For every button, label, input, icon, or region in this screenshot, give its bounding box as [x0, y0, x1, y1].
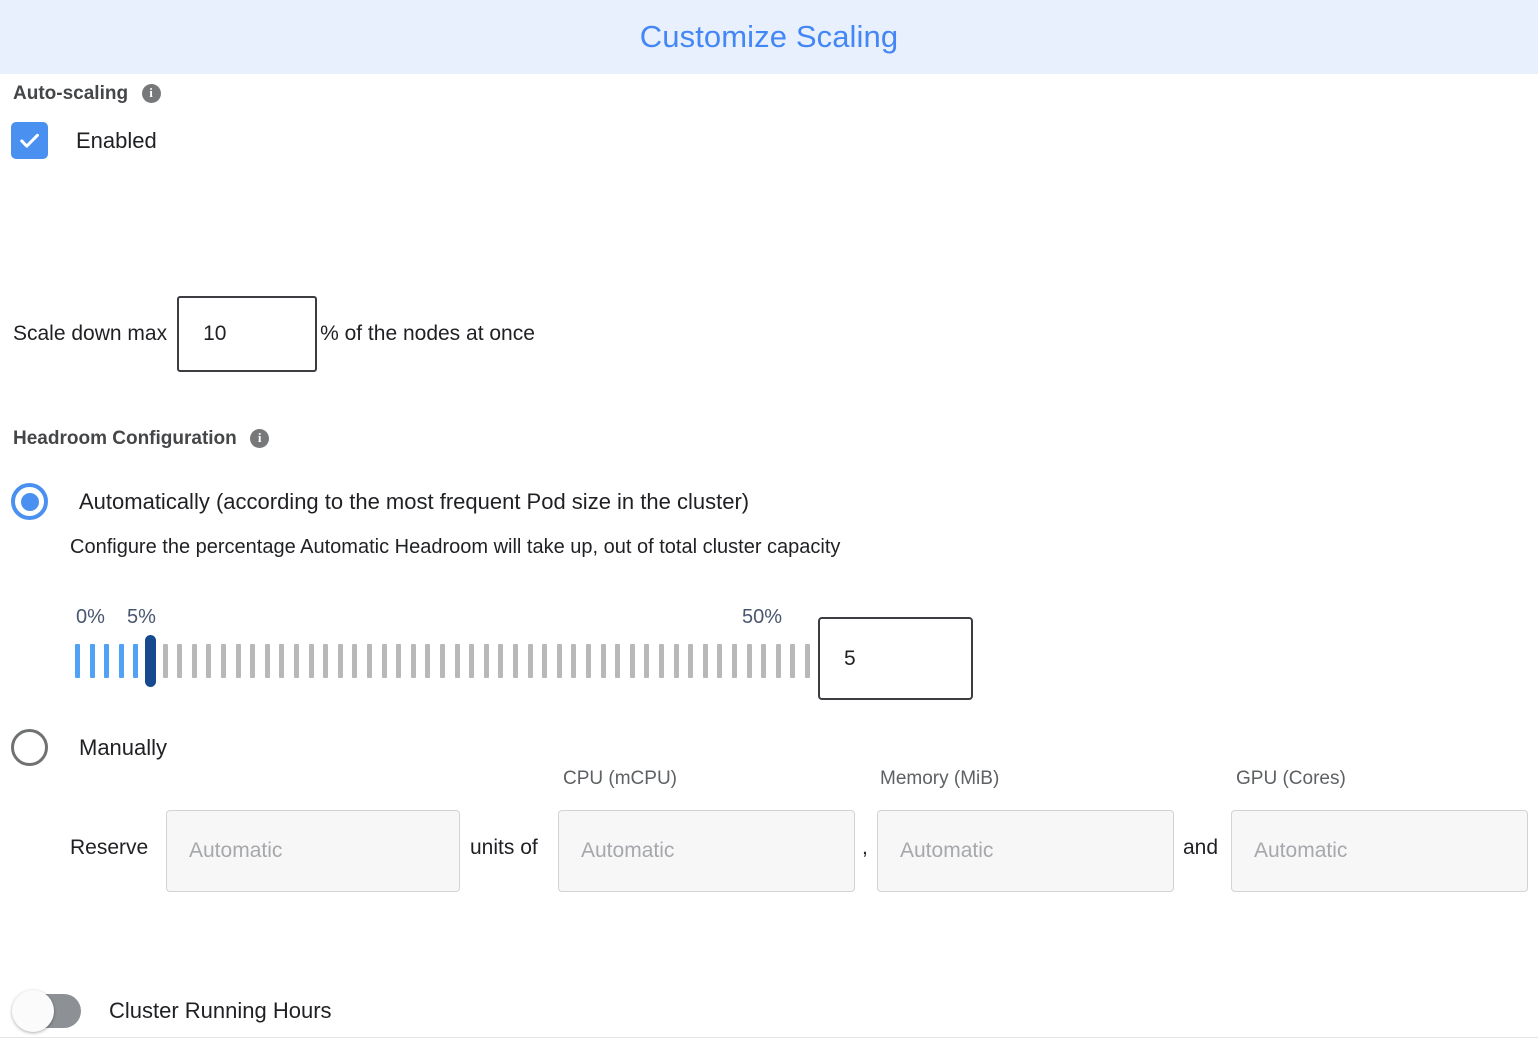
slider-tick — [615, 644, 621, 678]
slider-tick — [746, 644, 752, 678]
slider-tick — [191, 644, 197, 678]
page-title: Customize Scaling — [639, 19, 899, 54]
headroom-info-icon[interactable]: i — [250, 428, 270, 448]
slider-tick — [688, 644, 694, 678]
slider-tick — [732, 644, 737, 678]
scale-down-max-input[interactable] — [177, 296, 318, 372]
slider-tick — [75, 644, 80, 678]
autoscaling-enabled-label: Enabled — [76, 127, 157, 153]
slider-tick — [308, 644, 314, 678]
headroom-percentage-slider-group: 0% 5% 50% — [0, 606, 1000, 706]
reserve-cpu-input[interactable] — [558, 810, 855, 892]
slider-tick — [425, 644, 431, 678]
slider-tick — [235, 644, 241, 678]
slider-tick — [761, 644, 767, 678]
slider-tick — [367, 644, 372, 678]
slider-tick — [556, 644, 562, 678]
headroom-label: Headroom Configuration — [13, 428, 237, 449]
slider-tick — [702, 644, 708, 678]
slider-tick — [206, 644, 212, 678]
headroom-option-manual-row[interactable]: Manually — [11, 729, 167, 766]
comma-separator: , — [862, 836, 868, 859]
slider-tick — [410, 644, 416, 678]
scale-down-max-row: Scale down max % of the nodes at once — [13, 296, 535, 372]
headroom-percentage-value-input[interactable] — [818, 617, 973, 700]
autoscaling-label: Auto-scaling — [13, 83, 129, 104]
reserve-label: Reserve — [70, 836, 149, 859]
autoscaling-enabled-checkbox[interactable] — [11, 122, 48, 159]
headroom-section-header: Headroom Configuration i — [13, 428, 270, 450]
slider-tick — [571, 644, 577, 678]
slider-tick — [89, 644, 95, 678]
slider-tick — [513, 644, 518, 678]
headroom-automatic-description: Configure the percentage Automatic Headr… — [70, 536, 841, 558]
autoscaling-info-icon[interactable]: i — [141, 83, 161, 103]
slider-tick — [454, 644, 460, 678]
slider-tick — [162, 644, 168, 678]
radio-automatic-label: Automatically (according to the most fre… — [79, 488, 750, 514]
slider-tick — [629, 644, 635, 678]
column-header-gpu: GPU (Cores) — [1236, 768, 1346, 789]
slider-tick — [659, 644, 664, 678]
check-icon — [20, 133, 39, 148]
column-header-cpu: CPU (mCPU) — [563, 768, 677, 789]
slider-tick — [775, 644, 781, 678]
reserve-units-input[interactable] — [166, 810, 460, 892]
slider-tick — [221, 644, 226, 678]
slider-tick — [440, 644, 445, 678]
units-of-label: units of — [470, 836, 538, 859]
toggle-knob — [12, 990, 54, 1032]
slider-tick — [118, 644, 124, 678]
slider-current-label: 5% — [127, 606, 156, 628]
scale-down-max-suffix: % of the nodes at once — [320, 322, 535, 345]
slider-tick — [469, 644, 475, 678]
slider-tick — [644, 644, 650, 678]
slider-tick — [396, 644, 402, 678]
slider-tick — [177, 644, 183, 678]
autoscaling-enabled-row[interactable]: Enabled — [11, 122, 157, 159]
slider-tick — [586, 644, 591, 678]
slider-tick — [250, 644, 256, 678]
reserve-memory-input[interactable] — [877, 810, 1174, 892]
slider-tick — [381, 644, 387, 678]
radio-automatic[interactable] — [11, 483, 48, 520]
radio-manually[interactable] — [11, 729, 48, 766]
slider-tick — [673, 644, 679, 678]
slider-tick — [805, 644, 810, 678]
slider-tick — [542, 644, 548, 678]
slider-tick — [294, 644, 299, 678]
reserve-gpu-input[interactable] — [1231, 810, 1528, 892]
slider-tick — [790, 644, 796, 678]
scale-down-max-label: Scale down max — [13, 322, 168, 345]
slider-tick — [279, 644, 285, 678]
manual-reserve-row: Reserve units of , and — [0, 810, 1538, 892]
cluster-running-hours-toggle[interactable] — [12, 990, 81, 1032]
slider-tick — [264, 644, 270, 678]
cluster-running-hours-label: Cluster Running Hours — [109, 998, 332, 1023]
headroom-option-automatic-row[interactable]: Automatically (according to the most fre… — [11, 483, 749, 520]
cluster-running-hours-row[interactable]: Cluster Running Hours — [12, 990, 332, 1032]
slider-tick — [527, 644, 533, 678]
column-header-memory: Memory (MiB) — [880, 768, 1000, 789]
slider-tick — [352, 644, 358, 678]
slider-min-label: 0% — [76, 606, 105, 628]
and-separator: and — [1183, 836, 1219, 859]
slider-thumb[interactable] — [145, 635, 156, 687]
slider-tick — [600, 644, 606, 678]
slider-tick — [133, 644, 139, 678]
autoscaling-section-header: Auto-scaling i — [13, 83, 161, 105]
slider-tick — [483, 644, 489, 678]
slider-max-label: 50% — [742, 606, 783, 628]
dialog-header: Customize Scaling — [0, 0, 1538, 74]
radio-manually-label: Manually — [79, 734, 168, 760]
slider-tick — [337, 644, 343, 678]
slider-tick — [104, 644, 110, 678]
slider-tick — [717, 644, 723, 678]
headroom-percentage-slider[interactable] — [75, 635, 810, 687]
slider-tick — [498, 644, 504, 678]
slider-tick — [323, 644, 329, 678]
